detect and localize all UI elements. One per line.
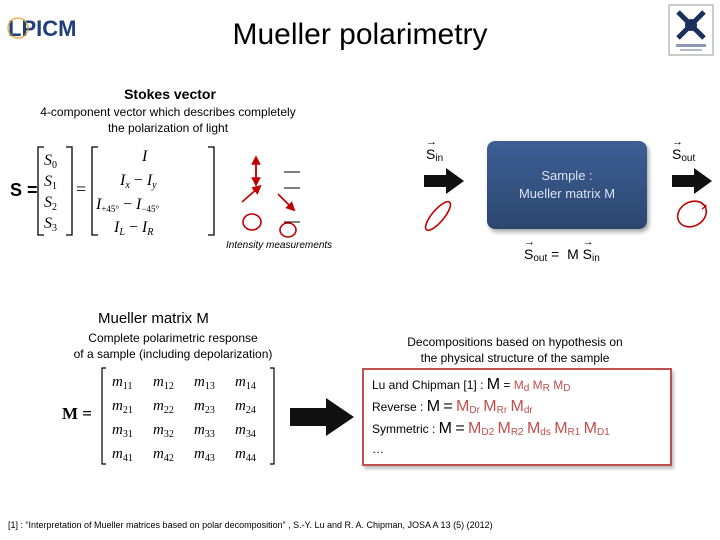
- s-in-label: Sin→: [426, 146, 443, 164]
- matrix-cell: m41: [112, 446, 133, 464]
- mueller-description: Complete polarimetric response of a samp…: [40, 330, 306, 362]
- stokes-s2: S2: [44, 194, 57, 213]
- decomp-lu-chipman: Lu and Chipman [1] : M = Md MR MD: [372, 376, 570, 394]
- matrix-cell: m24: [235, 398, 256, 416]
- reference-text: [1] : “Interpretation of Mueller matrice…: [8, 520, 493, 530]
- sample-box-text: Sample : Mueller matrix M: [487, 167, 647, 203]
- stokes-s1: S1: [44, 173, 57, 192]
- stokes-equation: S0 S1 S2 S3 = I Ix − Iy I+45° − I−45° IL…: [36, 145, 216, 237]
- arrow-out-icon: [672, 168, 712, 194]
- mueller-matrix: m11 m12 m13 m14 m21 m22 m23 m24 m31 m32 m33 m34 m41 m…: [100, 366, 276, 466]
- matrix-cell: m13: [194, 374, 215, 392]
- svg-text:=: =: [76, 179, 86, 199]
- decomp-reverse: Reverse : M = MDr MRr Mdr: [372, 398, 533, 416]
- matrix-cell: m11: [112, 374, 132, 392]
- sout-relation: Sout→ = M Sin→: [524, 246, 600, 264]
- matrix-cell: m44: [235, 446, 256, 464]
- sample-box: Sample : Mueller matrix M: [487, 141, 647, 229]
- stokes-s3: S3: [44, 215, 57, 234]
- matrix-cell: m42: [153, 446, 174, 464]
- decomp-symmetric: Symmetric : M = MD2 MR2 Mds MR1 MD1: [372, 420, 610, 438]
- decompositions-box: Lu and Chipman [1] : M = Md MR MD Revers…: [362, 368, 672, 466]
- stokes-v2: I+45° − I−45°: [95, 196, 159, 214]
- arrow-in-icon: [424, 168, 464, 194]
- matrix-cell: m14: [235, 374, 256, 392]
- matrix-cell: m43: [194, 446, 215, 464]
- stokes-symbol: S =: [10, 180, 38, 201]
- intensity-label: Intensity measurements: [226, 240, 332, 251]
- stokes-desc-line2: the polarization of light: [10, 120, 326, 136]
- matrix-symbol: M =: [62, 404, 92, 424]
- stokes-description: 4-component vector which describes compl…: [10, 104, 326, 136]
- decomp-desc-line1: Decompositions based on hypothesis on: [370, 334, 660, 350]
- decomp-description: Decompositions based on hypothesis on th…: [370, 334, 660, 366]
- mueller-desc-line2: of a sample (including depolarization): [40, 346, 306, 362]
- page-title: Mueller polarimetry: [0, 18, 720, 52]
- matrix-cell: m33: [194, 422, 215, 440]
- mueller-title: Mueller matrix M: [98, 310, 209, 327]
- decomp-desc-line2: the physical structure of the sample: [370, 350, 660, 366]
- decomp-ellipsis: …: [372, 442, 384, 456]
- matrix-cell: m31: [112, 422, 133, 440]
- sample-line1: Sample :: [487, 167, 647, 185]
- stokes-v1: Ix − Iy: [119, 172, 157, 191]
- matrix-cell: m12: [153, 374, 174, 392]
- output-ellipse-icon: [672, 196, 712, 232]
- stokes-title: Stokes vector: [60, 86, 280, 102]
- polarization-icons: [236, 148, 306, 238]
- big-arrow-icon: [290, 398, 354, 436]
- stokes-v3: IL − IR: [113, 219, 153, 237]
- sample-line2: Mueller matrix M: [487, 185, 647, 203]
- matrix-cell: m32: [153, 422, 174, 440]
- matrix-cell: m23: [194, 398, 215, 416]
- input-ellipse-icon: [418, 198, 458, 234]
- stokes-desc-line1: 4-component vector which describes compl…: [10, 104, 326, 120]
- matrix-cell: m34: [235, 422, 256, 440]
- s-out-label: Sout→: [672, 146, 695, 164]
- stokes-s0: S0: [44, 152, 57, 171]
- matrix-cell: m21: [112, 398, 133, 416]
- stokes-v0: I: [141, 148, 148, 165]
- mueller-desc-line1: Complete polarimetric response: [40, 330, 306, 346]
- matrix-cell: m22: [153, 398, 174, 416]
